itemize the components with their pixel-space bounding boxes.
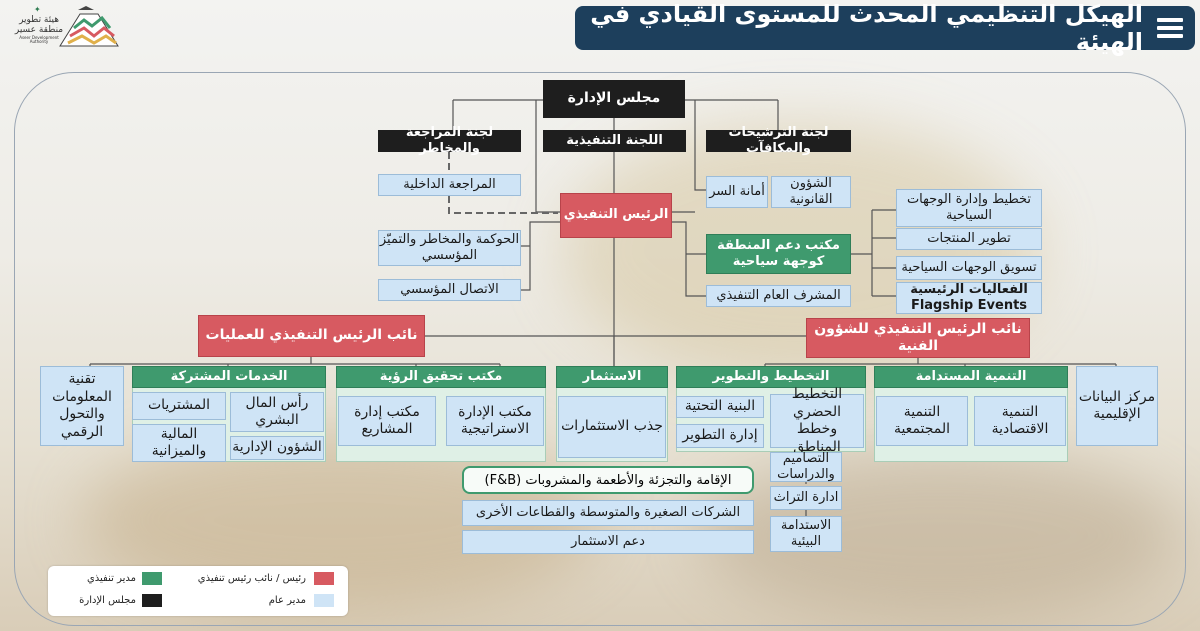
page-title-bar: الهيكل التنظيمي المحدث للمستوى القيادي ف…	[575, 0, 1195, 56]
sustain-item: التنمية المجتمعية	[876, 396, 968, 446]
planning-item: الاستدامة البيئية	[770, 516, 842, 552]
planning-item: ادارة التراث	[770, 486, 842, 510]
legal-affairs: الشؤون القانونية	[771, 176, 851, 208]
vision-office-title: مكتب تحقيق الرؤية	[336, 366, 546, 388]
planning-item: التخطيط الحضري وخطط المناطق	[770, 386, 864, 455]
legend-swatch-red	[314, 572, 334, 585]
tourism-item: تسويق الوجهات السياحية	[896, 256, 1042, 280]
vp-operations: نائب الرئيس التنفيذي للعمليات	[198, 315, 425, 357]
board-of-directors: مجلس الإدارة	[543, 80, 685, 118]
board-secretary: أمانة السر	[706, 176, 768, 208]
tourism-item: تطوير المنتجات	[896, 228, 1042, 250]
legend-ceo: رئيس / نائب رئيس تنفيذي	[197, 573, 306, 584]
legend-exec-director: مدير تنفيذي	[86, 573, 136, 584]
legend: رئيس / نائب رئيس تنفيذي مدير تنفيذي مدير…	[48, 566, 348, 616]
planning-item: إدارة التطوير	[676, 424, 764, 448]
tourism-support-office: مكتب دعم المنطقة كوجهة سياحية	[706, 234, 851, 274]
shared-services-title: الخدمات المشتركة	[132, 366, 326, 388]
nominations-committee: لجنة الترشيحات والمكافآت	[706, 125, 851, 156]
legend-swatch-green	[142, 572, 162, 585]
internal-audit: المراجعة الداخلية	[378, 174, 521, 196]
logo-line-2: منطقة عسير	[14, 24, 64, 35]
planning-item: التصاميم والدراسات	[770, 451, 842, 482]
logo-line-1: هيئة تطوير	[19, 15, 59, 25]
corporate-communication: الاتصال المؤسسي	[378, 279, 521, 301]
sustainable-dev-title: التنمية المستدامة	[874, 366, 1068, 388]
vision-item: مكتب إدارة المشاريع	[338, 396, 436, 446]
planning-title: التخطيط والتطوير	[676, 366, 866, 388]
tourism-item: تخطيط وإدارة الوجهات السياحية	[896, 189, 1042, 227]
investment-item: جذب الاستثمارات	[558, 396, 666, 458]
legend-board: مجلس الإدارة	[79, 595, 136, 606]
regional-data-center: مركز البيانات الإقليمية	[1076, 366, 1158, 446]
planning-item: البنية التحتية	[676, 396, 764, 418]
it-digital-transformation: تقنية المعلومات والتحول الرقمي	[40, 366, 124, 446]
svg-text:✦: ✦	[34, 6, 41, 14]
executive-committee: اللجنة التنفيذية	[543, 130, 686, 152]
governance-risk: الحوكمة والمخاطر والتميّز المؤسسي	[378, 230, 521, 266]
ceo: الرئيس التنفيذي	[560, 193, 672, 238]
legend-swatch-blue	[314, 594, 334, 607]
shared-item: المشتريات	[132, 392, 226, 420]
legend-general-manager: مدير عام	[268, 595, 306, 606]
audit-committee: لجنة المراجعة والمخاطر	[378, 125, 521, 156]
menu-icon[interactable]	[1157, 18, 1183, 38]
authority-logo: ✦ هيئة تطوير منطقة عسير Aseer Developmen…	[14, 5, 119, 54]
chart-frame	[14, 72, 1186, 626]
vp-technical-affairs: نائب الرئيس التنفيذي للشؤون الفنية	[806, 318, 1030, 358]
investment-sector-fnb: الإقامة والتجزئة والأطعمة والمشروبات (F&…	[462, 466, 754, 494]
investment-title: الاستثمار	[556, 366, 668, 388]
executive-general-supervisor: المشرف العام التنفيذي	[706, 285, 851, 307]
legend-swatch-black	[142, 594, 162, 607]
page-title: الهيكل التنظيمي المحدث للمستوى القيادي ف…	[590, 0, 1143, 56]
sustain-item: التنمية الاقتصادية	[974, 396, 1066, 446]
investment-support: دعم الاستثمار	[462, 530, 754, 554]
investment-sector-sme: الشركات الصغيرة والمتوسطة والقطاعات الأخ…	[462, 500, 754, 526]
vision-item: مكتب الإدارة الاستراتيجية	[446, 396, 544, 446]
shared-item: المالية والميزانية	[132, 424, 226, 462]
shared-item: رأس المال البشري	[230, 392, 324, 432]
shared-item: الشؤون الإدارية	[230, 436, 324, 460]
tourism-item: الفعاليات الرئيسية Flagship Events	[896, 282, 1042, 314]
logo-line-3: Aseer Development Authority	[19, 34, 59, 45]
